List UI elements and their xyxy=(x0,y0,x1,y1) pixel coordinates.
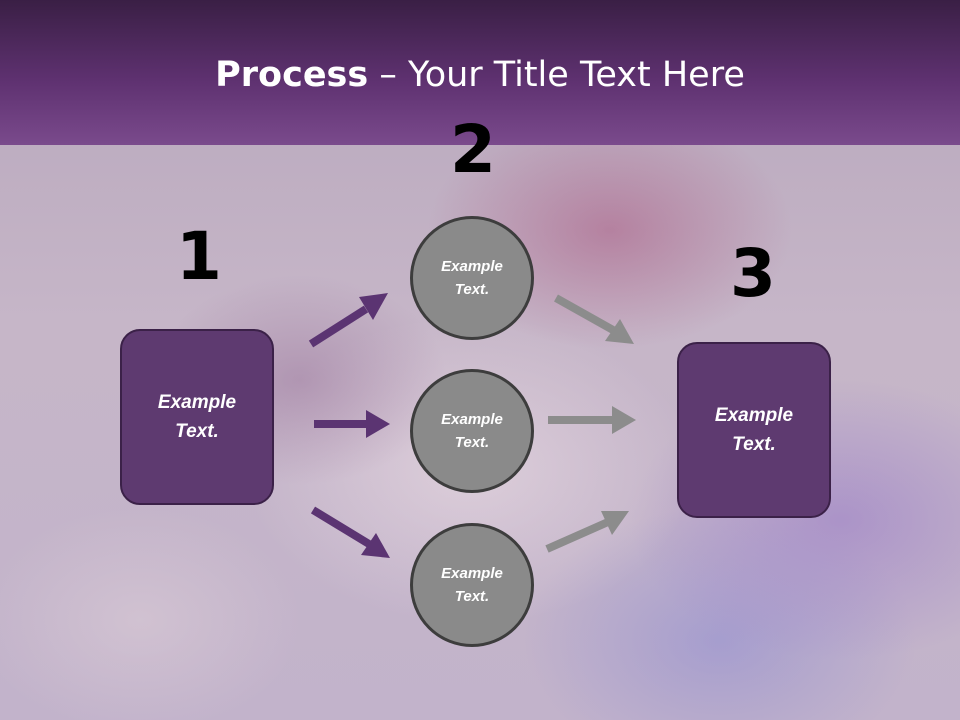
arrow-purple-down-icon xyxy=(310,506,390,558)
circle-middle-text: Example Text. xyxy=(441,411,503,451)
step-2-circle-middle[interactable]: Example Text. xyxy=(410,369,534,493)
slide-title: Process – Your Title Text Here xyxy=(0,50,960,100)
step-number-1: 1 xyxy=(176,218,222,295)
arrow-purple-up-icon xyxy=(308,293,388,348)
arrow-gray-right-icon xyxy=(548,406,636,434)
step-1-box[interactable]: Example Text. xyxy=(120,329,274,505)
title-regular-part: – Your Title Text Here xyxy=(368,55,745,95)
circle-bottom-text: Example Text. xyxy=(441,565,503,605)
step-2-circle-bottom[interactable]: Example Text. xyxy=(410,523,534,647)
arrow-gray-up-icon xyxy=(545,511,629,553)
step-number-2: 2 xyxy=(450,111,496,188)
arrow-gray-down-icon xyxy=(554,294,634,344)
circle-top-text: Example Text. xyxy=(441,258,503,298)
step-1-box-text: Example Text. xyxy=(157,392,237,442)
step-2-circle-top[interactable]: Example Text. xyxy=(410,216,534,340)
step-3-box[interactable]: Example Text. xyxy=(677,342,831,518)
arrow-purple-right-icon xyxy=(314,410,390,438)
step-3-box-text: Example Text. xyxy=(714,405,794,455)
title-bold-part: Process xyxy=(215,55,369,95)
step-number-3: 3 xyxy=(730,235,776,312)
title-bar xyxy=(0,0,960,145)
